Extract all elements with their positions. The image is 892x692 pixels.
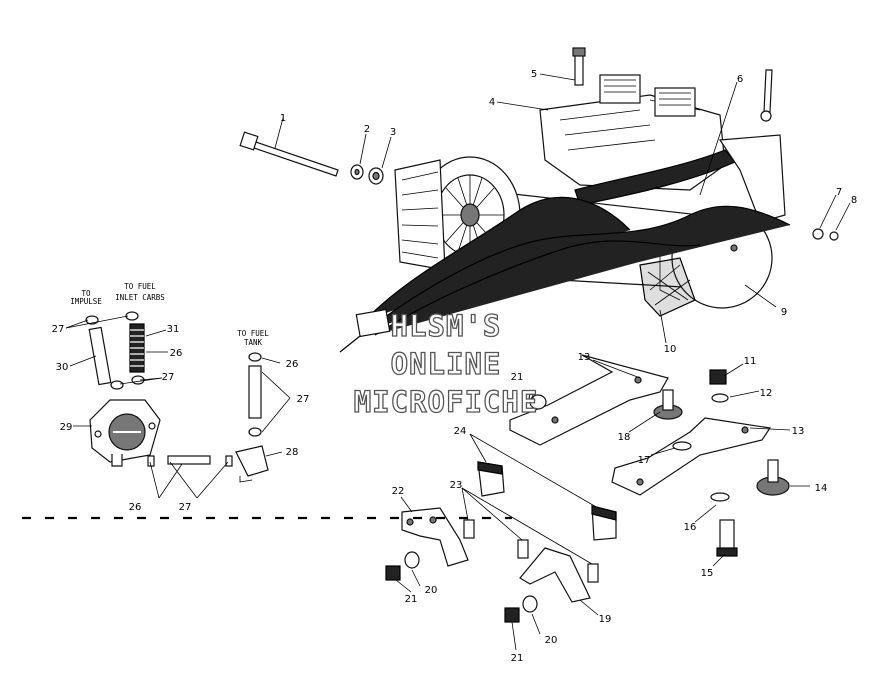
callout-11: 11 xyxy=(744,356,757,367)
callout-7: 7 xyxy=(836,187,842,198)
fuel-line-tank xyxy=(248,365,262,419)
leader-lines xyxy=(65,73,851,651)
callout-23: 23 xyxy=(450,480,463,491)
callout-19: 19 xyxy=(599,614,612,625)
bracket-22 xyxy=(401,507,469,567)
callout-27-tank: 27 xyxy=(297,394,310,405)
callout-10: 10 xyxy=(664,344,677,355)
washer-12 xyxy=(711,393,729,403)
fuel-line-26 xyxy=(167,455,211,465)
spark-plug xyxy=(574,54,584,86)
callout-1: 1 xyxy=(280,113,286,124)
note-to-fuel-inlet: TO FUEL xyxy=(124,282,156,291)
bolt-23-b xyxy=(517,539,529,559)
rubber-mount-14 xyxy=(756,459,790,496)
callout-27-mid: 27 xyxy=(162,372,175,383)
cylinder-head-2 xyxy=(654,87,696,117)
note-to-impulse-2: IMPULSE xyxy=(70,297,102,306)
watermark-line-2: ONLINE xyxy=(391,347,502,381)
callout-labels: 1 2 3 4 5 6 7 8 9 10 11 12 13 13 14 15 1… xyxy=(52,69,858,664)
note-to-fuel-tank-2: TANK xyxy=(244,338,263,347)
callout-30: 30 xyxy=(56,362,69,373)
engine-mount-plate-upper xyxy=(509,354,669,446)
fuel-line-coil xyxy=(129,323,145,373)
callout-18: 18 xyxy=(618,432,631,443)
callout-13-upper: 13 xyxy=(578,352,591,363)
callout-15: 15 xyxy=(701,568,714,579)
engine-rod xyxy=(763,69,773,113)
callout-4: 4 xyxy=(489,97,495,108)
nut-21-left xyxy=(385,565,401,581)
watermark-line-1: HLSM'S xyxy=(391,309,502,343)
note-to-fuel-inlet-2: INLET CARBS xyxy=(115,293,165,302)
nut-21-bottom xyxy=(504,607,520,623)
washer-small xyxy=(812,228,824,240)
fuel-fitting xyxy=(235,445,269,477)
washer-17 xyxy=(672,441,692,451)
watermark: HLSM'S ONLINE MICROFICHE xyxy=(353,308,539,419)
engine-mount-plate-lower xyxy=(611,417,772,496)
washer-16 xyxy=(710,492,730,502)
note-to-fuel-tank: TO FUEL xyxy=(237,329,269,338)
bolt-23-c xyxy=(587,563,599,583)
callout-21-upper: 21 xyxy=(511,372,524,383)
drive-clutch-spider xyxy=(394,159,446,271)
callout-31: 31 xyxy=(167,324,180,335)
note-to-impulse: TO xyxy=(81,289,91,298)
callout-2: 2 xyxy=(364,124,370,135)
callout-12: 12 xyxy=(760,388,773,399)
nut-small xyxy=(829,231,839,241)
cylinder-head-1 xyxy=(599,74,641,104)
callout-17: 17 xyxy=(638,455,651,466)
fuel-system xyxy=(85,311,269,483)
callout-16: 16 xyxy=(684,522,697,533)
recoil-bracket xyxy=(639,257,696,317)
engine-assembly xyxy=(239,47,839,353)
callout-27-lower: 27 xyxy=(179,502,192,513)
bolt-23-a xyxy=(463,519,475,539)
callout-8: 8 xyxy=(851,195,857,206)
callout-29: 29 xyxy=(60,422,73,433)
callout-24: 24 xyxy=(454,426,467,437)
bolt-15 xyxy=(719,519,735,551)
watermark-line-3: MICROFICHE xyxy=(354,385,539,419)
washer-20-bottom xyxy=(522,595,538,613)
callout-14: 14 xyxy=(815,483,828,494)
callout-6: 6 xyxy=(737,74,743,85)
callout-26-tank: 26 xyxy=(286,359,299,370)
callout-27-top: 27 xyxy=(52,324,65,335)
callout-22: 22 xyxy=(392,486,405,497)
bracket-19 xyxy=(519,547,591,603)
fuel-line-30 xyxy=(88,326,112,386)
washer-20-upper xyxy=(529,394,547,410)
callout-26-lower: 26 xyxy=(129,502,142,513)
callout-21-left: 21 xyxy=(405,594,418,605)
mount-bolt-long xyxy=(247,139,339,177)
mount-brackets xyxy=(385,354,790,623)
washer-20-left xyxy=(404,551,420,569)
callout-20-upper: 20 xyxy=(522,393,535,404)
callout-20-left: 20 xyxy=(425,585,438,596)
nut-11 xyxy=(709,369,727,385)
callout-20-bottom: 20 xyxy=(545,635,558,646)
callout-13-lower: 13 xyxy=(792,426,805,437)
callout-21-bottom: 21 xyxy=(511,653,524,664)
callout-26-pump: 26 xyxy=(170,348,183,359)
callout-3: 3 xyxy=(390,127,396,138)
callout-5: 5 xyxy=(531,69,537,80)
callout-9: 9 xyxy=(781,307,787,318)
rubber-mount-18 xyxy=(653,389,683,420)
callout-28: 28 xyxy=(286,447,299,458)
